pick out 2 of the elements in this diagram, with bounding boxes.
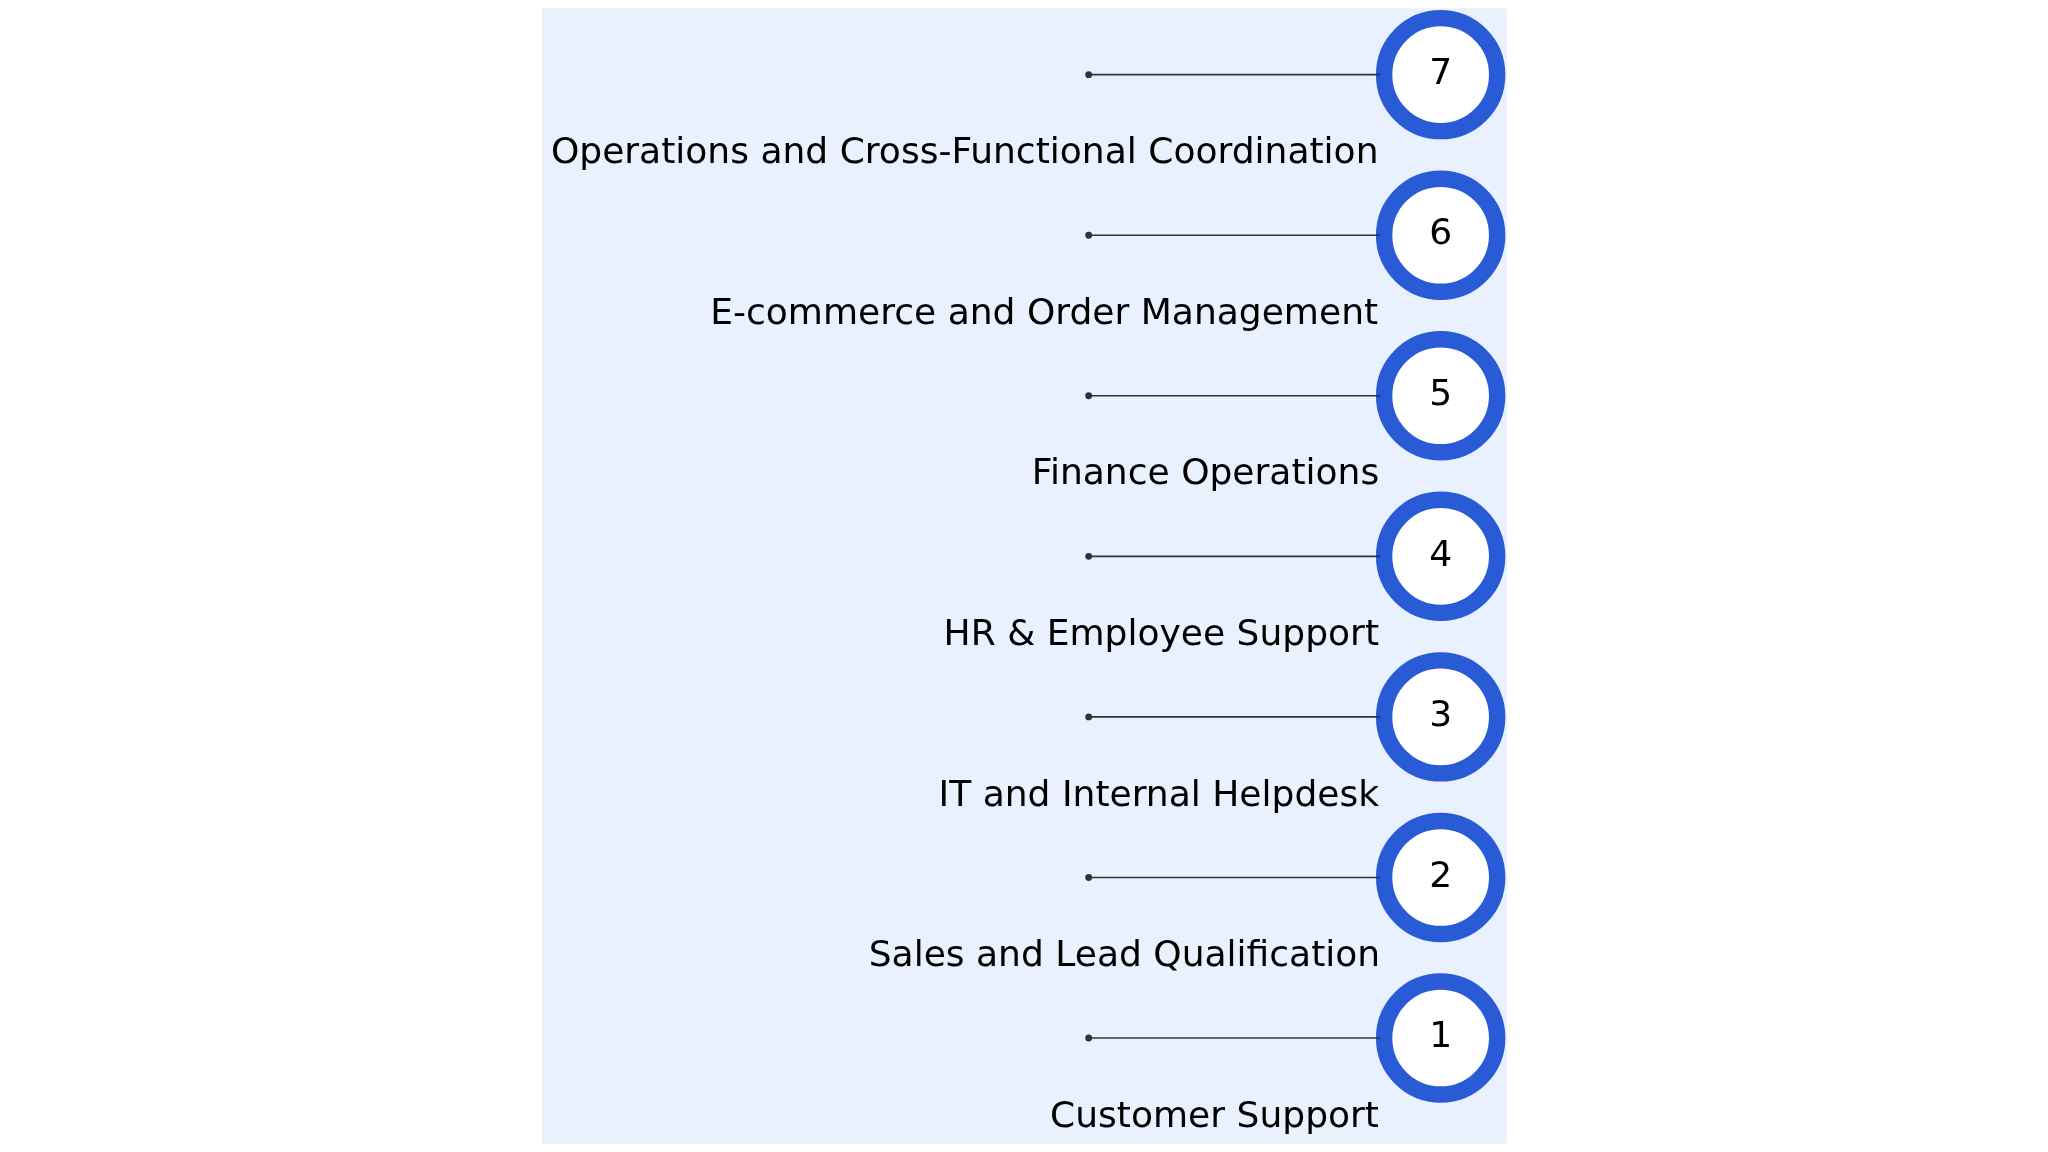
node-label: Operations and Cross-Functional Coordination	[550, 130, 1378, 172]
node-label: E-commerce and Order Management	[709, 290, 1378, 332]
